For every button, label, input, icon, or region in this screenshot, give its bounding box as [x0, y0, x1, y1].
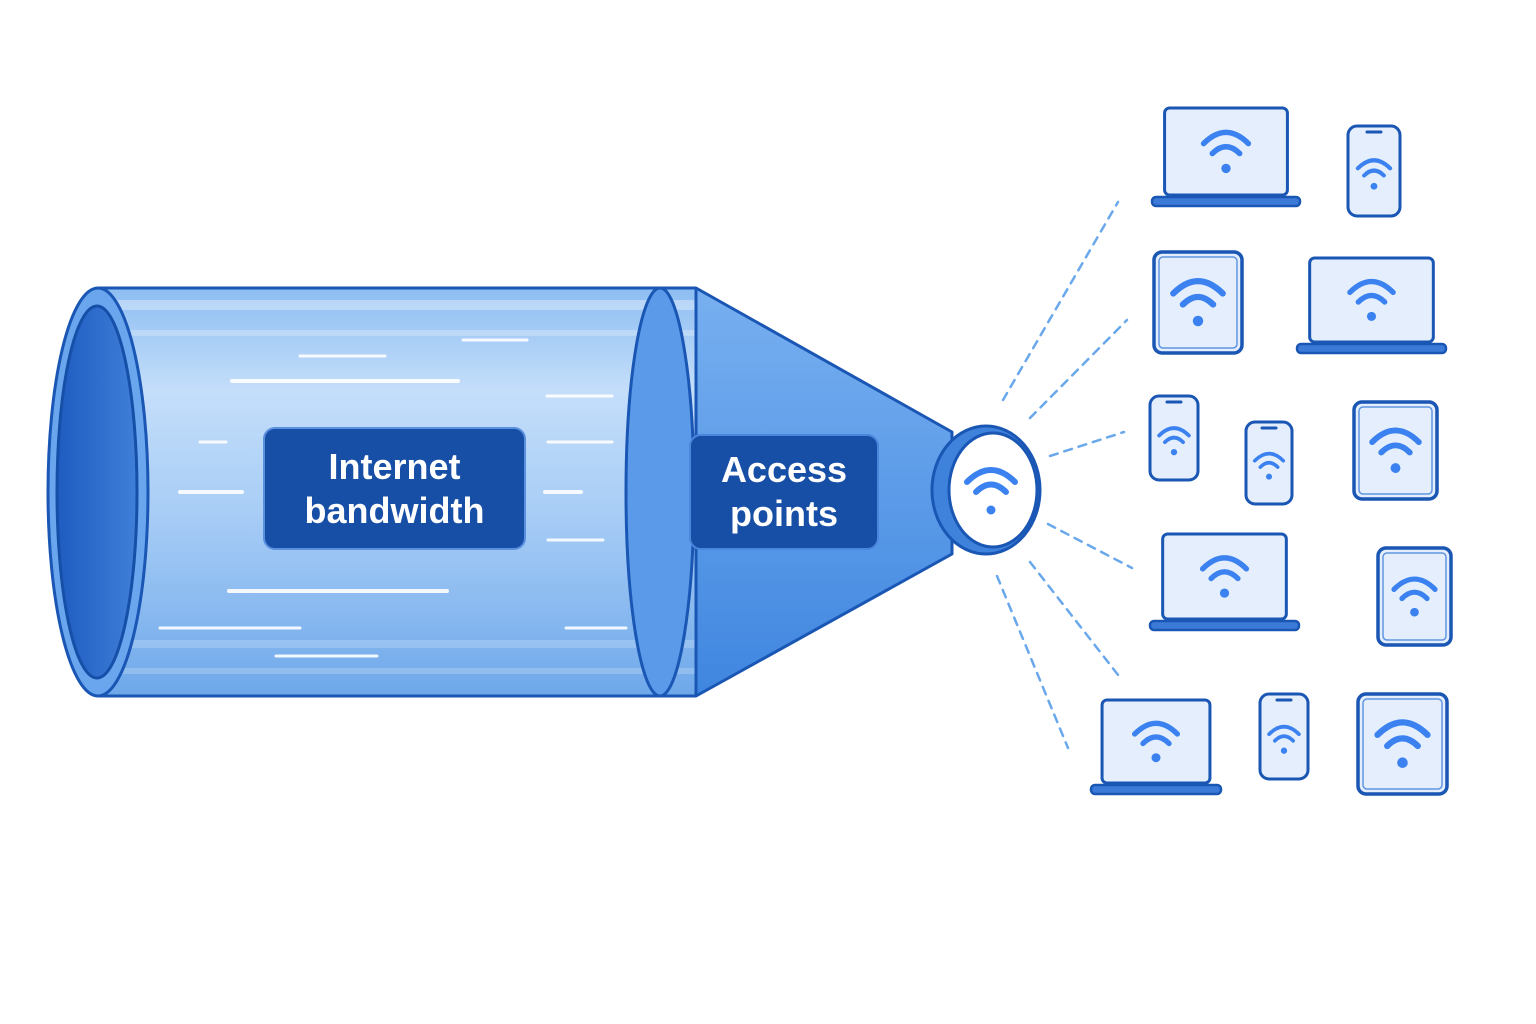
wifi-icon — [1374, 719, 1431, 768]
wifi-icon — [1267, 724, 1301, 754]
pipe-bands — [98, 300, 696, 674]
access-point-node — [930, 424, 1042, 556]
bandwidth-label-bg — [263, 427, 526, 550]
tablet-icon — [1376, 546, 1453, 647]
laptop-device — [1295, 256, 1448, 355]
wifi-icon — [1170, 278, 1226, 327]
tablet-icon — [1352, 400, 1439, 501]
access-label-bg — [689, 434, 879, 550]
pipe-opening-inner — [55, 304, 139, 680]
bandwidth-label-line2: bandwidth — [304, 489, 485, 531]
wifi-icon — [964, 467, 1018, 515]
connection-line — [1028, 560, 1124, 682]
tablet-device — [1356, 692, 1449, 796]
wifi-icon — [1252, 451, 1286, 480]
laptop-icon — [1150, 106, 1302, 208]
access-label-line2: points — [730, 493, 838, 534]
devices — [1089, 106, 1453, 796]
access-points-label: Access points — [689, 434, 879, 550]
phone-device — [1244, 420, 1294, 506]
wifi-icon — [1355, 158, 1393, 190]
wifi-icon — [1391, 576, 1438, 617]
laptop-device — [1150, 106, 1302, 208]
tablet-device — [1376, 546, 1453, 647]
pipe-opening — [46, 286, 150, 698]
access-label-line1: Access — [720, 449, 848, 490]
phone-device — [1258, 692, 1310, 781]
wifi-icon — [1131, 720, 1181, 763]
connection-line — [1028, 318, 1129, 420]
laptop-icon — [1089, 698, 1223, 796]
cone-joint-ring — [624, 286, 696, 698]
phone-device — [1346, 124, 1402, 218]
pipe-flow-streaks — [158, 338, 628, 658]
wifi-icon — [1200, 129, 1252, 174]
wifi-icon — [1199, 555, 1250, 598]
connection-line — [1001, 200, 1120, 402]
laptop-device — [1089, 698, 1223, 796]
tablet-icon — [1152, 250, 1244, 355]
phone-device — [1148, 394, 1200, 482]
bandwidth-pipe — [98, 286, 696, 698]
laptop-device — [1148, 532, 1301, 632]
tablet-icon — [1356, 692, 1449, 796]
connection-line — [1046, 522, 1134, 570]
bandwidth-label: Internet bandwidth — [263, 427, 526, 550]
tablet-device — [1152, 250, 1244, 355]
wifi-icon — [1347, 278, 1396, 321]
laptop-icon — [1148, 532, 1301, 632]
connection-line — [1048, 430, 1126, 458]
wifi-icon — [1369, 427, 1422, 473]
wifi-icon — [1157, 426, 1191, 456]
connection-lines — [995, 200, 1134, 750]
connection-line — [995, 574, 1070, 750]
bandwidth-label-line1: Internet — [328, 445, 461, 487]
laptop-icon — [1295, 256, 1448, 355]
access-point-face — [947, 431, 1039, 549]
tablet-device — [1352, 400, 1439, 501]
